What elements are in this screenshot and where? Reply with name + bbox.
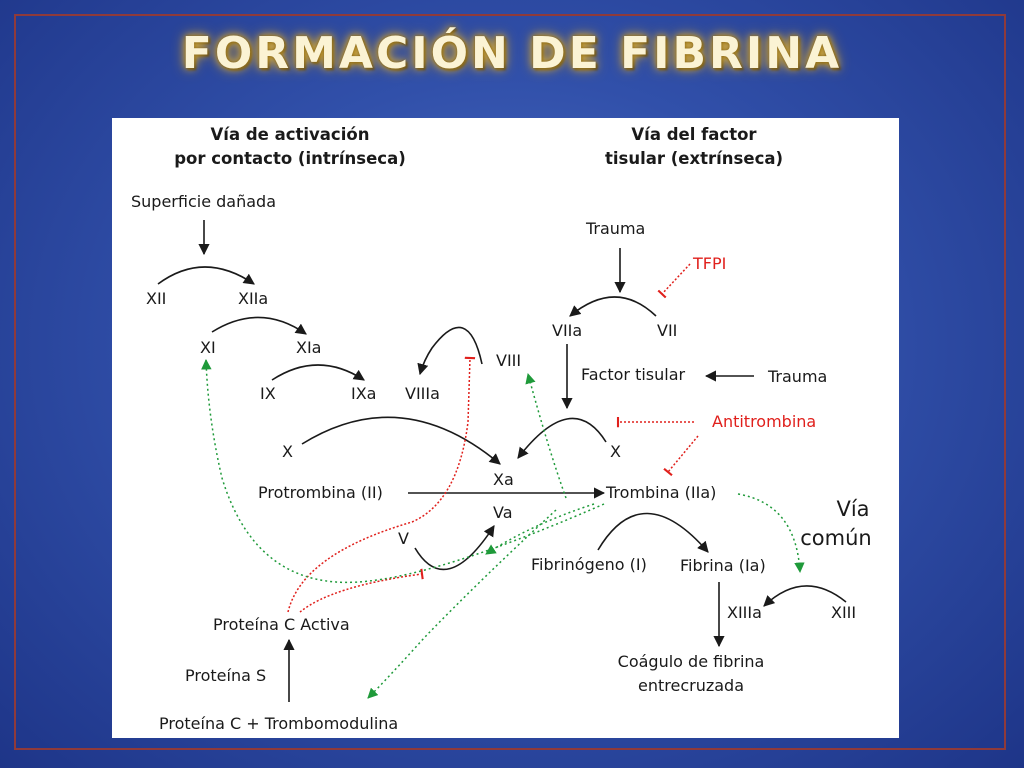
common-pathway-line2: común [800, 526, 871, 550]
damaged-surface-label: Superficie dañada [131, 192, 276, 211]
feedback-thrombin-to-viii [525, 372, 567, 499]
inhibition-antithrombin-thrombin [663, 435, 699, 477]
protein-s-label: Proteína S [185, 666, 266, 685]
factor-viii-label: VIII [496, 351, 521, 370]
factor-va-label: Va [493, 503, 513, 522]
fibrin-label: Fibrina (Ia) [680, 556, 766, 575]
common-pathway-line1: Vía [836, 497, 869, 521]
factor-ixa-label: IXa [351, 384, 376, 403]
trauma-right-label: Trauma [767, 367, 827, 386]
arrow-x-to-xa-extrinsic [517, 417, 607, 459]
factor-xi-label: XI [200, 338, 216, 357]
factor-x-right-label: X [610, 442, 621, 461]
arrow-vii-to-viia [569, 296, 657, 317]
feedback-thrombin-to-protein-c [367, 509, 557, 699]
protein-c-thrombomodulin-label: Proteína C + Trombomodulina [159, 714, 398, 733]
factor-viia-label: VIIa [552, 321, 582, 340]
factor-viiia-label: VIIIa [405, 384, 440, 403]
factor-xia-label: XIa [296, 338, 321, 357]
slide-frame [14, 14, 1006, 750]
inhibition-tfpi [657, 263, 691, 299]
feedback-thrombin-to-xiii [737, 493, 805, 574]
factor-v-label: V [398, 529, 409, 548]
clot-line2: entrecruzada [638, 676, 744, 695]
intrinsic-header-line1: Vía de activación [211, 125, 370, 144]
factor-xii-label: XII [146, 289, 166, 308]
factor-vii-label: VII [657, 321, 677, 340]
factor-xiia-label: XIIa [238, 289, 268, 308]
trauma-top-label: Trauma [585, 219, 645, 238]
slide-title: FORMACIÓN DE FIBRINA [181, 28, 843, 79]
feedback-thrombin-to-xi [201, 358, 605, 584]
tissue-factor-label: Factor tisular [581, 365, 686, 384]
arrow-fibrinogen-to-fibrin [597, 512, 709, 553]
arrow-viii-to-viiia [417, 326, 483, 376]
factor-xiii-label: XIII [831, 603, 856, 622]
thrombin-label: Trombina (IIa) [605, 483, 716, 502]
arrow-xi-to-xia [211, 316, 307, 335]
diagram-panel: Vía de activación por contacto (intrínse… [112, 118, 899, 738]
tfpi-label: TFPI [692, 254, 726, 273]
arrow-x-to-xa [301, 416, 501, 465]
factor-xa-label: Xa [493, 470, 514, 489]
antithrombin-label: Antitrombina [712, 412, 816, 431]
inhibition-protein-c-v [299, 568, 424, 613]
active-protein-c-label: Proteína C Activa [213, 615, 350, 634]
arrow-v-to-va [414, 525, 495, 571]
factor-xiiia-label: XIIIa [727, 603, 762, 622]
arrow-xiii-to-xiiia [763, 585, 847, 607]
factor-x-left-label: X [282, 442, 293, 461]
factor-ix-label: IX [260, 384, 276, 403]
arrow-xii-to-xiia [157, 266, 255, 285]
prothrombin-label: Protrombina (II) [258, 483, 383, 502]
fibrinogen-label: Fibrinógeno (I) [531, 555, 647, 574]
extrinsic-header-line1: Vía del factor [631, 125, 757, 144]
coagulation-diagram: Vía de activación por contacto (intrínse… [131, 125, 872, 733]
clot-line1: Coágulo de fibrina [618, 652, 765, 671]
extrinsic-header-line2: tisular (extrínseca) [605, 149, 783, 168]
arrow-ix-to-ixa [271, 364, 365, 381]
intrinsic-header-line2: por contacto (intrínseca) [174, 149, 406, 168]
